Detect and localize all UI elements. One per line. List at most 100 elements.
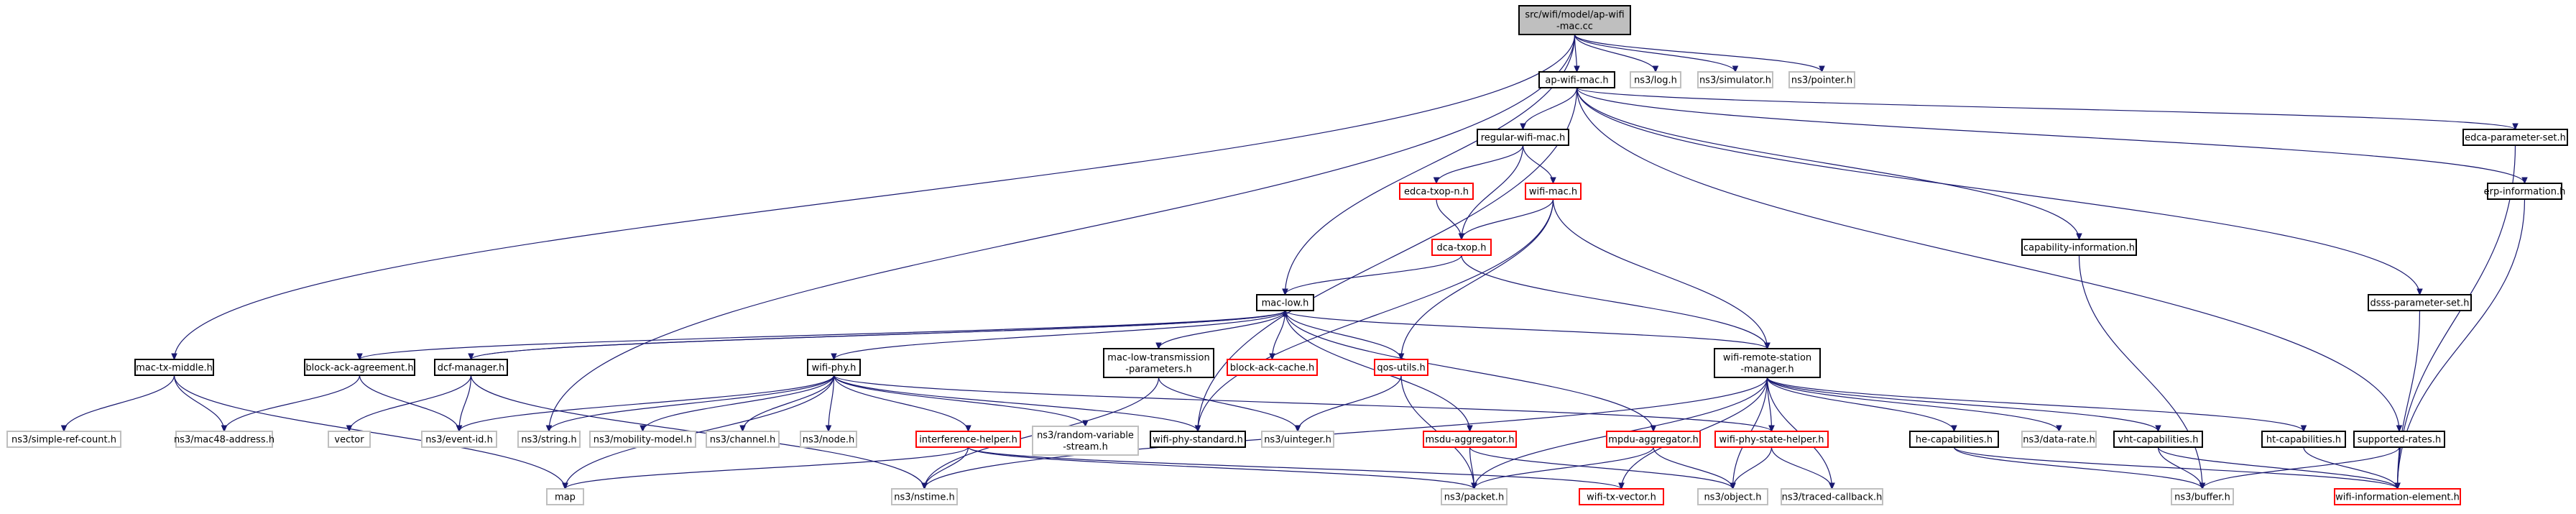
node-label: qos-utils.h [1377,363,1425,374]
node-ns3eventid[interactable]: ns3/event-id.h [421,431,497,448]
node-supportedrates[interactable]: supported-rates.h [2353,431,2445,448]
node-ns3simplerefcount[interactable]: ns3/simple-ref-count.h [6,431,121,448]
node-ns3nstime[interactable]: ns3/nstime.h [891,488,958,505]
node-box [1518,5,1631,35]
node-capinfo[interactable]: capability-information.h [2021,239,2137,256]
edge-line [458,375,835,432]
edge-line [833,310,1286,360]
node-box [1579,488,1664,505]
node-dsssparamset[interactable]: dsss-parameter-set.h [2368,294,2472,311]
node-regularwifimac[interactable]: regular-wifi-mac.h [1477,129,1569,146]
node-edcatxopn[interactable]: edca-txop-n.h [1399,183,1474,200]
edge-line [2157,446,2203,490]
node-map[interactable]: map [546,488,584,505]
node-box [2334,488,2461,505]
node-mactxmiddle[interactable]: mac-tx-middle.h [134,359,214,376]
node-edcaparamset[interactable]: edca-parameter-set.h [2462,129,2568,146]
node-hecap[interactable]: he-capabilities.h [1909,431,1999,448]
edge-arrowhead [562,482,568,490]
edge-arrowhead [1650,425,1657,433]
node-vhtcap[interactable]: vht-capabilities.h [2113,431,2203,448]
node-erpinfo[interactable]: erp-information.h [2484,183,2566,200]
node-box [304,359,415,376]
edge-line [173,375,225,432]
edge-wifiphy-to-ns3randomvar [833,375,1089,428]
edge-arrowhead [171,353,177,361]
edge-maclow-to-qosutils [1284,310,1405,361]
node-htcap[interactable]: ht-capabilities.h [2261,431,2346,448]
edge-apwifimac-to-edcaparamset [1576,87,2519,131]
node-ns3mobility[interactable]: ns3/mobility-model.h [589,431,696,448]
node-ns3simulator[interactable]: ns3/simulator.h [1697,71,1773,88]
edge-line [1766,377,1955,432]
edge-wifiremote-to-ns3nstime [921,377,1768,490]
edge-line [1522,87,1578,130]
node-maclowtxparams[interactable]: mac-low-transmission-parameters.h [1103,348,1214,378]
edge-arrowhead [2056,425,2062,433]
node-ns3string[interactable]: ns3/string.h [517,431,581,448]
edge-apwifimac-to-dsssparamset [1576,87,2423,296]
node-box [589,431,696,448]
node-label: wifi-phy.h [812,363,857,374]
edge-line [2396,144,2516,490]
node-ns3traced[interactable]: ns3/traced-callback.h [1781,488,1883,505]
node-interferencehelper[interactable]: interference-helper.h [915,431,1021,448]
edge-wifiphy-to-ns3string [545,375,835,433]
node-vector[interactable]: vector [328,431,371,448]
node-ns3log[interactable]: ns3/log.h [1630,71,1681,88]
node-wifiphy[interactable]: wifi-phy.h [807,359,861,376]
node-wifiphystatehelper[interactable]: wifi-phy-state-helper.h [1714,431,1829,448]
node-ns3mac48[interactable]: ns3/mac48-address.h [174,431,274,448]
node-ns3node[interactable]: ns3/node.h [800,431,857,448]
edge-wifiphy-to-interferencehelper [833,375,971,433]
node-box [175,431,273,448]
node-wifiinfoelem[interactable]: wifi-information-element.h [2334,488,2461,505]
edge-supportedrates-to-ns3buffer [2199,446,2400,490]
node-label: vector [334,435,364,446]
node-label: ns3/nstime.h [894,492,954,503]
node-maclow[interactable]: mac-low.h [1256,294,1314,311]
node-box [891,488,958,505]
node-label: ns3/channel.h [710,435,775,446]
node-mpduaggregator[interactable]: mpdu-aggregator.h [1606,431,1701,448]
node-blockackcache[interactable]: block-ack-cache.h [1227,359,1318,376]
edge-line [1766,377,2304,432]
node-box [1103,348,1214,378]
node-wifiremote[interactable]: wifi-remote-station-manager.h [1714,348,1821,378]
edge-arrowhead [1398,353,1405,361]
node-wifitxvector[interactable]: wifi-tx-vector.h [1579,488,1664,505]
node-ns3channel[interactable]: ns3/channel.h [706,431,780,448]
edge-line [1297,375,1402,432]
edge-arrowhead [1155,342,1162,350]
node-ns3uinteger[interactable]: ns3/uinteger.h [1261,431,1334,448]
node-wifimac[interactable]: wifi-mac.h [1525,183,1582,200]
node-box [1150,431,1246,448]
node-qosutils[interactable]: qos-utils.h [1374,359,1428,376]
node-box [1374,359,1428,376]
edge-arrowhead [1618,482,1625,490]
node-ns3datarate[interactable]: ns3/data-rate.h [2021,431,2097,448]
node-box [1781,488,1883,505]
edge-line [2202,446,2400,490]
node-msduaggregator[interactable]: msdu-aggregator.h [1423,431,1517,448]
edge-wifiphystatehelper-to-ns3object [1730,446,1773,490]
node-ns3packet[interactable]: ns3/packet.h [1441,488,1508,505]
node-ns3randomvar[interactable]: ns3/random-variable-stream.h [1032,426,1139,456]
edge-msduaggregator-to-ns3object [1469,446,1736,490]
edge-apwifimac-to-supportedrates [1576,87,2403,433]
edge-root-to-mactxmiddle [171,34,1576,361]
node-layer: src/wifi/model/ap-wifi-mac.ccap-wifi-mac… [6,5,2568,505]
edge-arrowhead [965,425,971,433]
node-dcatxop[interactable]: dca-txop.h [1431,239,1492,256]
edge-maclow-to-mpduaggregator [1284,310,1657,433]
node-blockackagreement[interactable]: block-ack-agreement.h [304,359,415,376]
node-ns3buffer[interactable]: ns3/buffer.h [2171,488,2234,505]
edge-line [1158,310,1286,349]
edge-line [833,375,969,432]
node-dcfmanager[interactable]: dcf-manager.h [434,359,508,376]
node-ns3object[interactable]: ns3/object.h [1697,488,1768,505]
node-apwifimac[interactable]: ap-wifi-mac.h [1538,71,1615,88]
node-wifiphystandard[interactable]: wifi-phy-standard.h [1150,431,1246,448]
node-ns3pointer[interactable]: ns3/pointer.h [1788,71,1855,88]
edge-line [1766,377,1773,432]
